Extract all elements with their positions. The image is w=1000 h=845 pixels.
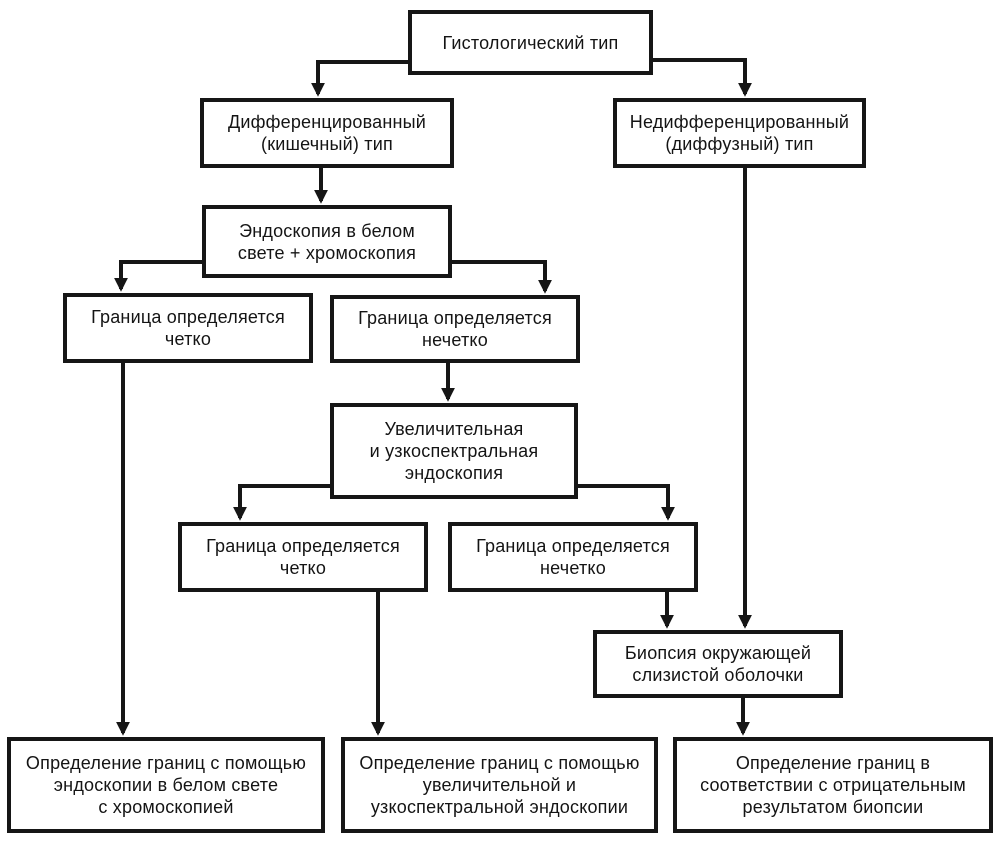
node-outcome-magnifying: Определение границ с помощью увеличитель… [341, 737, 658, 833]
node-white-light-endoscopy: Эндоскопия в белом свете + хромоскопия [202, 205, 452, 278]
node-border-clear-2-label: Граница определяется четко [206, 536, 400, 578]
edge-endoscopy-to-unclear1 [452, 260, 552, 294]
edge-top-to-undifferentiated [652, 58, 752, 97]
edge-magnifying-to-unclear2 [578, 484, 675, 521]
node-white-light-endoscopy-label: Эндоскопия в белом свете + хромоскопия [237, 220, 417, 263]
node-biopsy-label: Биопсия окружающей слизистой оболочки [624, 643, 812, 685]
node-histological-type: Гистологический тип [408, 10, 653, 75]
node-outcome-white-light: Определение границ с помощью эндоскопии … [7, 737, 325, 833]
node-border-clear-1-label: Граница определяется четко [91, 307, 285, 349]
node-border-clear-1: Граница определяется четко [63, 293, 313, 363]
node-outcome-white-light-label: Определение границ с помощью эндоскопии … [25, 753, 307, 817]
node-undifferentiated-type: Недифференцированный (диффузный) тип [613, 98, 866, 168]
node-outcome-magnifying-label: Определение границ с помощью увеличитель… [359, 753, 640, 817]
node-outcome-biopsy: Определение границ в соответствии с отри… [673, 737, 993, 833]
node-differentiated-type: Дифференцированный (кишечный) тип [200, 98, 454, 168]
node-magnifying-endoscopy: Увеличительная и узкоспектральная эндоск… [330, 403, 578, 499]
node-border-unclear-2-label: Граница определяется нечетко [476, 536, 670, 578]
node-magnifying-endoscopy-label: Увеличительная и узкоспектральная эндоск… [369, 419, 539, 483]
node-border-unclear-2: Граница определяется нечетко [448, 522, 698, 592]
edge-endoscopy-to-clear1 [114, 260, 202, 292]
node-outcome-biopsy-label: Определение границ в соответствии с отри… [700, 753, 966, 817]
node-biopsy: Биопсия окружающей слизистой оболочки [593, 630, 843, 698]
node-differentiated-type-label: Дифференцированный (кишечный) тип [227, 112, 427, 154]
node-border-unclear-1: Граница определяется нечетко [330, 295, 580, 363]
edge-magnifying-to-clear2 [233, 484, 330, 521]
node-histological-type-label: Гистологический тип [442, 32, 619, 53]
node-border-clear-2: Граница определяется четко [178, 522, 428, 592]
edge-top-to-differentiated [311, 60, 408, 97]
node-border-unclear-1-label: Граница определяется нечетко [358, 308, 552, 350]
node-undifferentiated-type-label: Недифференцированный (диффузный) тип [629, 112, 850, 154]
